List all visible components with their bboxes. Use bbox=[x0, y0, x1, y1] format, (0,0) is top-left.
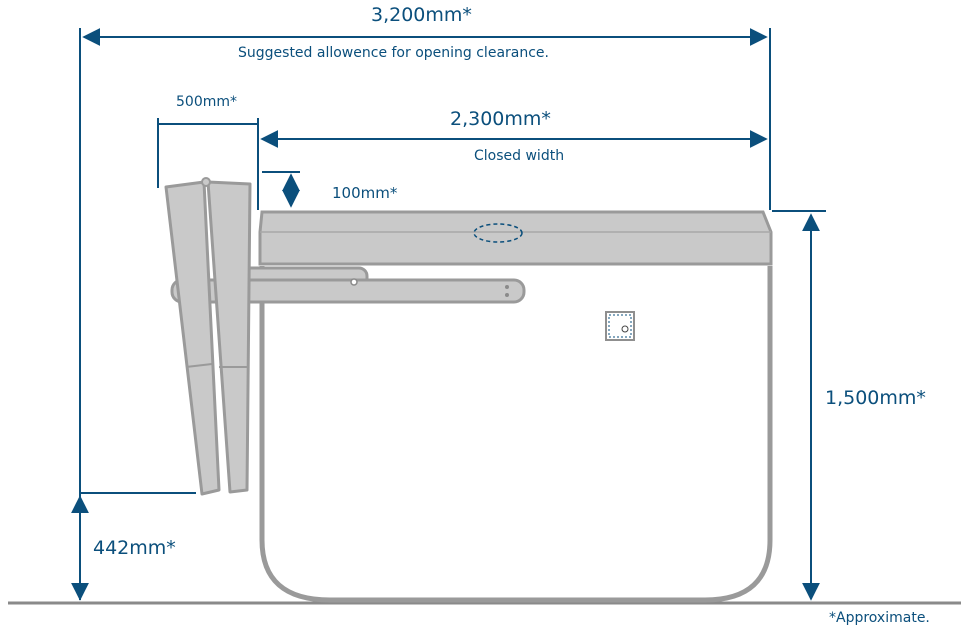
lip-height-label: 442mm* bbox=[93, 537, 176, 559]
closed-width-note: Closed width bbox=[474, 148, 565, 164]
footnote: *Approximate. bbox=[829, 610, 930, 626]
open-depth-dimension bbox=[157, 118, 258, 188]
dashed-oval-handle-icon bbox=[473, 223, 523, 243]
height-dimension bbox=[772, 210, 826, 601]
compartment-door-icon bbox=[605, 311, 635, 341]
overall-width-note: Suggested allowence for opening clearanc… bbox=[238, 45, 549, 61]
lip-height-dimension bbox=[71, 492, 196, 601]
lid bbox=[258, 210, 773, 266]
lid-thickness-dimension bbox=[262, 171, 300, 208]
height-label: 1,500mm* bbox=[825, 387, 926, 409]
open-flap-right bbox=[206, 180, 252, 494]
overall-width-label: 3,200mm* bbox=[371, 4, 472, 26]
open-depth-label: 500mm* bbox=[176, 94, 237, 110]
closed-width-label: 2,300mm* bbox=[450, 108, 551, 130]
lid-thickness-label: 100mm* bbox=[332, 184, 398, 202]
closed-width-dimension bbox=[257, 118, 768, 210]
container-body bbox=[259, 266, 773, 603]
open-flap-left bbox=[164, 180, 221, 496]
flap-pivot bbox=[201, 177, 211, 187]
